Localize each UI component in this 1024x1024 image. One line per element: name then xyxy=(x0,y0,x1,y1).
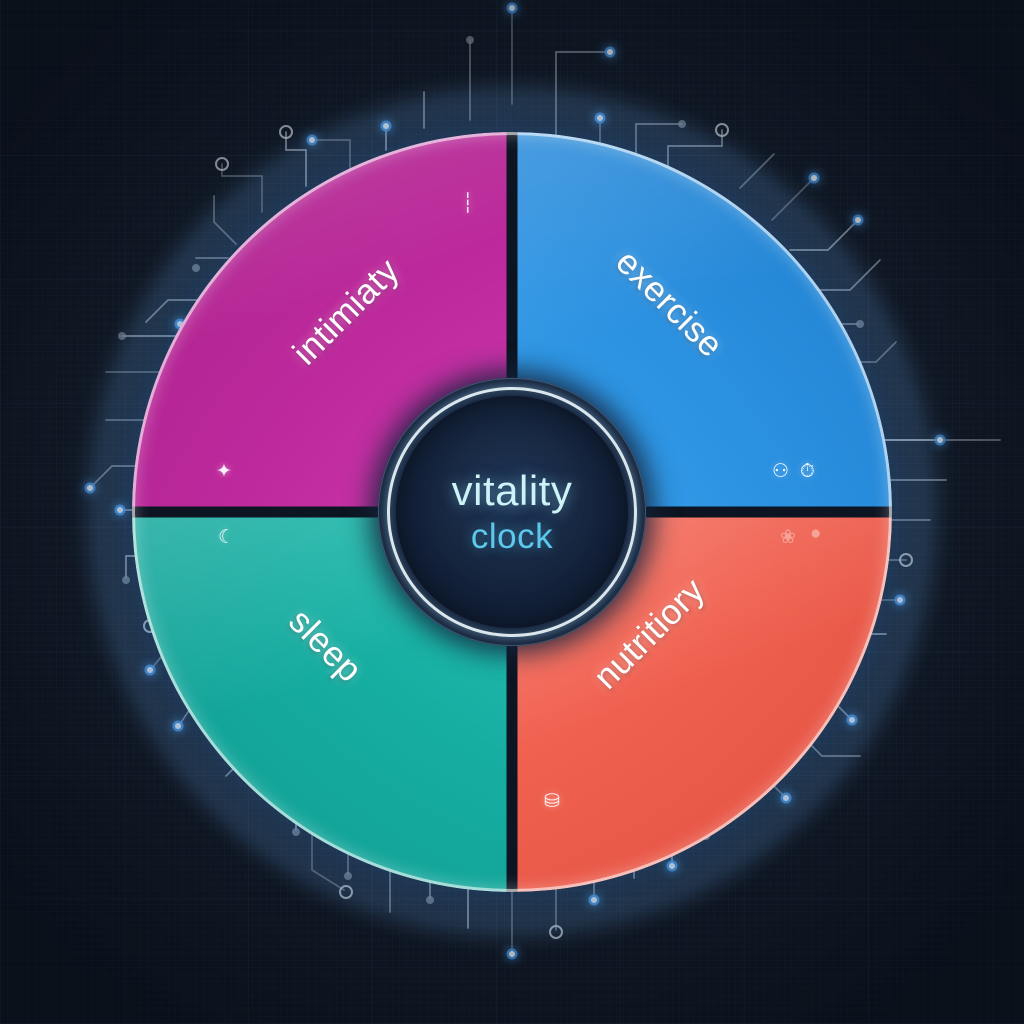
circuit-node-dim xyxy=(466,36,474,44)
circuit-node-glow xyxy=(934,434,946,446)
wheel-hub[interactable]: vitality clock xyxy=(378,378,646,646)
circuit-node-dot xyxy=(509,951,515,957)
hub-inner-face: vitality clock xyxy=(396,396,628,628)
circuit-node-glow xyxy=(506,2,518,14)
vitality-wheel: intimiaty exercise sleep nutritiory ┆✦⚇⏱… xyxy=(86,86,938,938)
hub-title: vitality xyxy=(451,466,573,514)
circuit-node-dot xyxy=(509,5,515,11)
circuit-node-dot xyxy=(607,49,613,55)
circuit-node-dot xyxy=(937,437,943,443)
circuit-node-glow xyxy=(604,46,616,58)
hub-subtitle: clock xyxy=(470,516,554,556)
circuit-node-glow xyxy=(506,948,518,960)
